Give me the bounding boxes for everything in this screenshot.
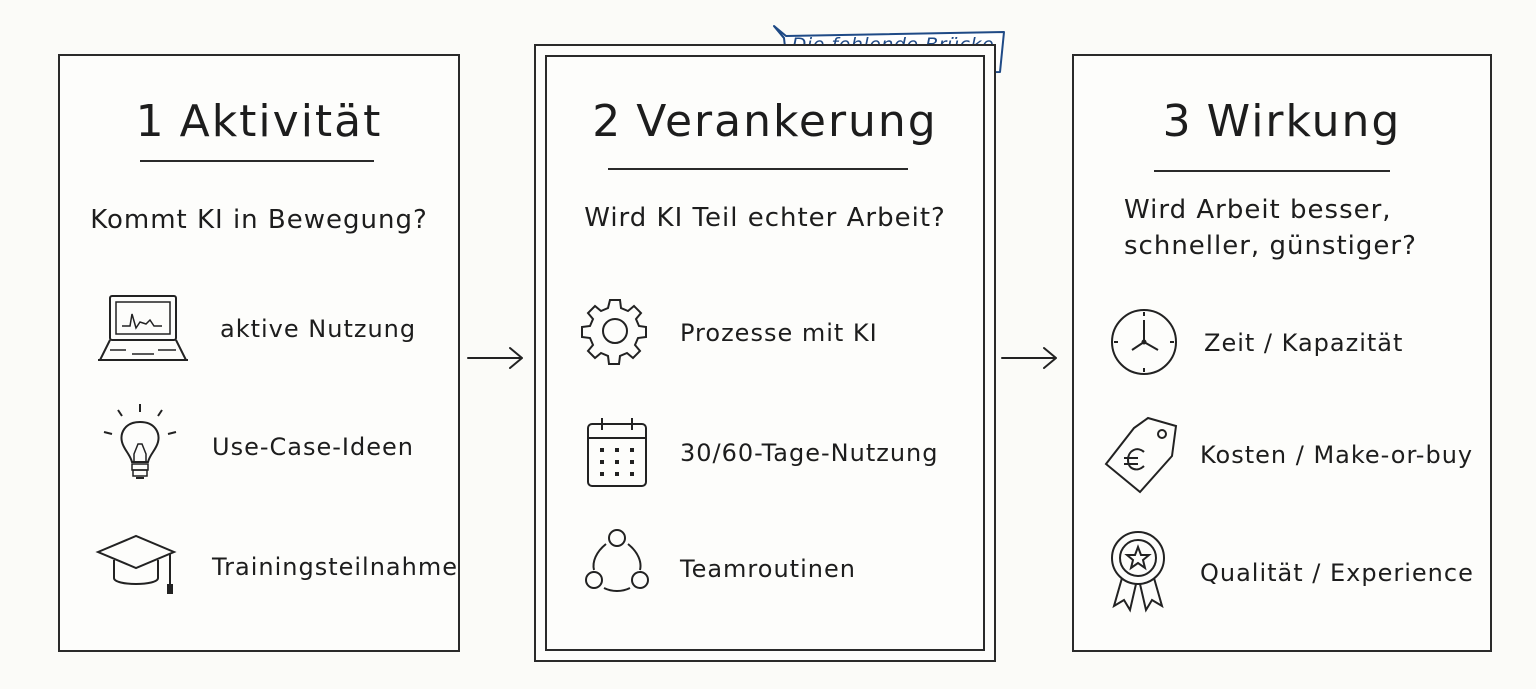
panel-title: 1 Aktivität [60, 96, 458, 147]
item-label: aktive Nutzung [220, 315, 417, 343]
panel-question: Kommt KI in Bewegung? [90, 205, 428, 235]
panel-activity: 1 Aktivität Kommt KI in Bewegung? aktive … [58, 54, 460, 652]
title-underline [140, 160, 374, 162]
panel-inner-border [545, 55, 985, 651]
item-label: 30/60-Tage-Nutzung [680, 439, 939, 467]
list-item: Trainingsteilnahme [60, 530, 458, 610]
panel-number: 2 [592, 96, 623, 147]
gear-icon [581, 299, 647, 365]
arrow-right-icon [1001, 347, 1057, 369]
calendar-icon [587, 418, 647, 487]
arrow-right-icon [467, 347, 523, 369]
item-label: Teamroutinen [680, 555, 856, 583]
clock-icon [1111, 309, 1177, 375]
list-item: aktive Nutzung [60, 292, 458, 372]
graduation-cap-icon [95, 534, 177, 594]
panel-impact: 3 Wirkung Wird Arbeit besser, schneller, … [1072, 54, 1492, 652]
panel-number: 1 [135, 96, 166, 147]
lightbulb-icon [103, 404, 177, 479]
list-item: Use-Case-Ideen [60, 402, 458, 482]
panel-number: 3 [1162, 96, 1193, 147]
question-line: Wird Arbeit besser, [1124, 195, 1392, 225]
award-badge-icon [1111, 531, 1165, 613]
panel-title: 2 Verankerung [536, 96, 994, 147]
panel-question: Wird KI Teil echter Arbeit? [584, 203, 946, 233]
team-cycle-icon [585, 529, 649, 592]
list-item: Zeit / Kapazität [1074, 306, 1490, 386]
panel-question: Wird Arbeit besser, schneller, günstiger… [1124, 192, 1417, 264]
list-item: Qualität / Experience [1074, 530, 1490, 613]
item-label: Prozesse mit KI [680, 319, 878, 347]
item-label: Use-Case-Ideen [212, 433, 414, 461]
euro-price-tag-icon [1104, 416, 1178, 494]
laptop-icon [98, 295, 188, 361]
list-item: Teamroutinen [536, 526, 994, 606]
item-label: Qualität / Experience [1200, 559, 1474, 587]
panel-title-text: Verankerung [636, 96, 938, 147]
title-underline [608, 168, 908, 170]
list-item: 30/60-Tage-Nutzung [536, 414, 994, 494]
item-label: Kosten / Make-or-buy [1200, 441, 1474, 469]
list-item: Kosten / Make-or-buy [1074, 416, 1490, 496]
panel-anchoring: 2 Verankerung Wird KI Teil echter Arbeit?… [534, 44, 996, 662]
question-line: schneller, günstiger? [1124, 231, 1417, 261]
item-label: Trainingsteilnahme [212, 553, 458, 581]
panel-title-text: Aktivität [179, 96, 383, 147]
item-label: Zeit / Kapazität [1204, 329, 1404, 357]
title-underline [1154, 170, 1390, 172]
panel-title: 3 Wirkung [1074, 96, 1490, 147]
panel-title-text: Wirkung [1206, 96, 1402, 147]
list-item: Prozesse mit KI [536, 296, 994, 376]
